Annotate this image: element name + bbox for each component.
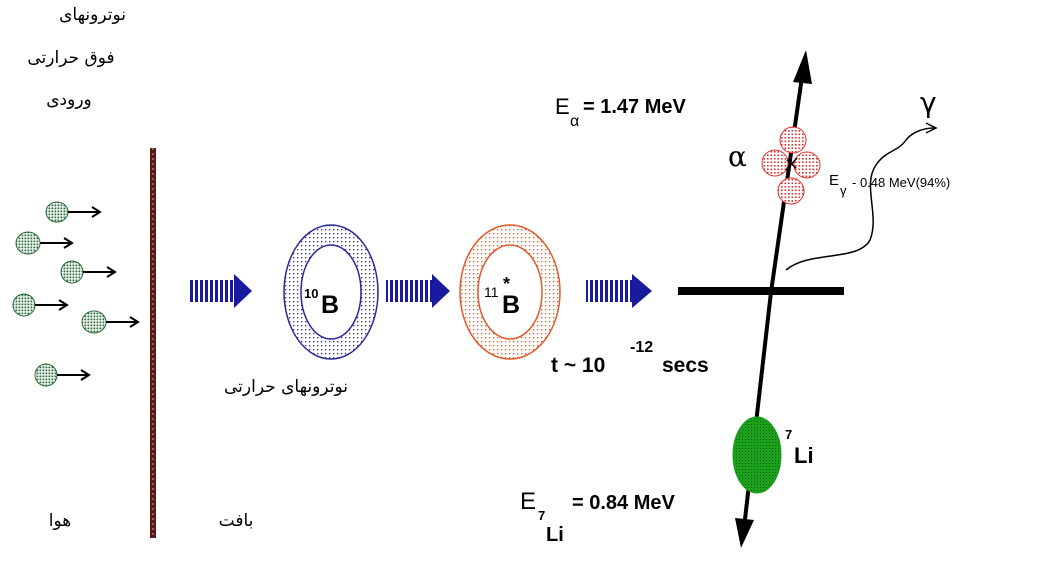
incoming-neutrons-label-line3: ورودی	[46, 90, 92, 110]
boron11-nucleus	[459, 224, 561, 360]
lithium-nucleus	[732, 416, 782, 494]
thermal-neutrons-label: نوترونهای حرارتی	[223, 377, 348, 397]
time-exponent: -12	[630, 339, 654, 356]
alpha-energy-value: = 1.47 MeV	[583, 96, 686, 118]
boron10-mass: 10	[304, 286, 319, 301]
gamma-ray-path	[785, 122, 938, 271]
tissue-label: بافت	[218, 511, 254, 531]
membrane-line	[678, 287, 844, 295]
gamma-symbol: γ	[920, 86, 937, 119]
boron11-excited: *	[503, 274, 511, 294]
lithium-mass: 7	[785, 427, 793, 442]
time-unit: secs	[662, 354, 709, 377]
li-energy-subscript-mass: 7	[538, 508, 546, 523]
neutron	[15, 231, 74, 255]
air-label: هوا	[48, 511, 72, 531]
boron10-symbol: B	[321, 291, 340, 319]
li-energy-subscript-symbol: Li	[546, 524, 564, 546]
incoming-neutrons-label-line2: فوق حرارتی	[27, 48, 115, 68]
alpha-particle	[761, 126, 821, 205]
boron10-nucleus	[283, 224, 379, 360]
flow-arrow-1	[188, 274, 252, 308]
gamma-energy-subscript: γ	[840, 183, 847, 198]
alpha-energy-subscript: α	[570, 113, 580, 130]
neutron	[12, 293, 69, 317]
incoming-neutrons-label-line1: نوترونهای	[59, 5, 126, 25]
boron11-mass: 11	[484, 284, 499, 300]
gamma-energy-E: E	[829, 172, 840, 189]
alpha-symbol: α	[728, 140, 747, 173]
tissue-boundary-wall	[150, 148, 156, 538]
lithium-symbol: Li	[794, 443, 814, 468]
flow-arrow-2	[386, 274, 450, 308]
neutron	[60, 260, 117, 284]
neutron	[81, 310, 140, 334]
flow-arrow-3	[586, 274, 652, 308]
li-energy-E: E	[520, 488, 537, 515]
neutron	[34, 363, 91, 387]
time-text: t ~ 10	[551, 354, 606, 377]
alpha-energy-E: E	[555, 94, 570, 119]
boron11-symbol: B	[502, 291, 521, 319]
neutron	[45, 201, 102, 223]
incoming-neutrons	[12, 201, 140, 387]
li-energy-value: = 0.84 MeV	[572, 492, 675, 514]
gamma-energy-value: - 0.48 MeV(94%)	[852, 175, 951, 190]
